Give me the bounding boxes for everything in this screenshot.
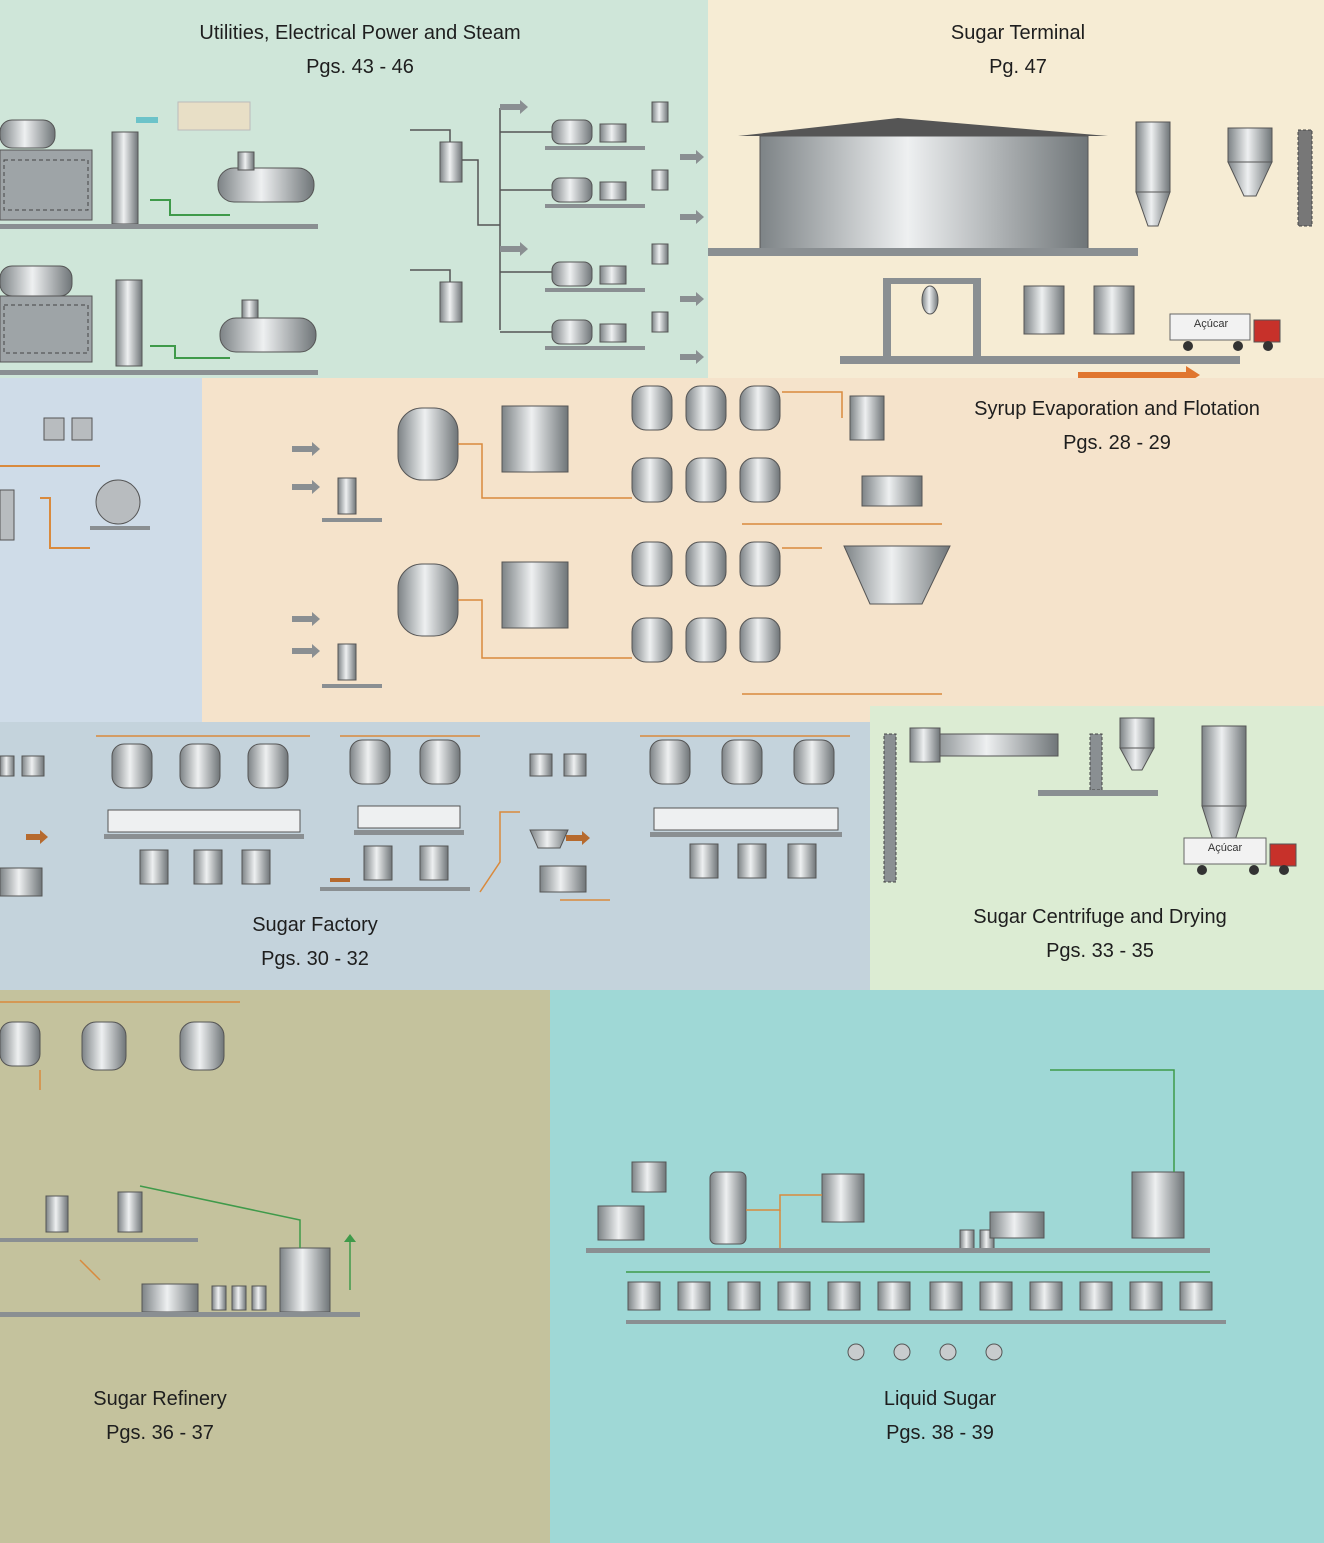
boiler-icon	[0, 119, 93, 221]
tank-icon	[709, 1171, 747, 1245]
factory-label: Sugar Factory Pgs. 30 - 32	[200, 908, 430, 976]
liquid-diagram	[586, 1069, 1226, 1361]
utilities-zone: Utilities, Electrical Power and Steam Pg…	[0, 0, 708, 378]
refinery-zone: Sugar Refinery Pgs. 36 - 37	[0, 990, 550, 1543]
tank-icon	[217, 151, 315, 203]
silo-icon	[1119, 717, 1155, 749]
utilities-title: Utilities, Electrical Power and Steam	[199, 22, 521, 44]
tank-icon	[279, 1247, 331, 1313]
truck-icon	[1169, 313, 1281, 351]
tank-icon	[219, 317, 317, 353]
left-blue-zone	[0, 378, 202, 722]
crystallizer-group	[107, 805, 839, 833]
truck-icon	[1183, 837, 1297, 875]
syrup-pages: Pgs. 28 - 29	[1063, 432, 1171, 454]
terminal-diagram	[708, 118, 1313, 378]
syrup-title: Syrup Evaporation and Flotation	[974, 398, 1260, 420]
boiler-icon	[0, 265, 73, 297]
tank-icon	[95, 479, 141, 525]
clarifier-icon	[843, 545, 951, 605]
arrow-icon	[1078, 366, 1200, 378]
storage-tank-row	[627, 1281, 1213, 1311]
heat-exchanger-icon	[501, 405, 569, 473]
mixer-tank-icon	[821, 1173, 865, 1223]
refinery-title: Sugar Refinery	[93, 1388, 227, 1410]
pump-icon	[847, 1343, 1003, 1361]
syrup-diagram	[292, 385, 951, 695]
centrifuge-pages: Pgs. 33 - 35	[1046, 940, 1154, 962]
syrup-zone: Syrup Evaporation and Flotation Pgs. 28 …	[202, 378, 1324, 722]
terminal-pages: Pg. 47	[989, 56, 1047, 78]
utilities-pages: Pgs. 43 - 46	[306, 56, 414, 78]
liquid-zone: Liquid Sugar Pgs. 38 - 39	[550, 990, 1324, 1543]
centrifuge-truck-label: Açúcar	[1207, 842, 1243, 854]
liquid-label: Liquid Sugar Pgs. 38 - 39	[840, 1382, 1040, 1450]
terminal-zone: Açúcar Sugar Terminal Pg. 47	[708, 0, 1324, 378]
factory-zone: Sugar Factory Pgs. 30 - 32	[0, 722, 870, 990]
centrifuge-diagram	[883, 717, 1297, 883]
refinery-diagram	[0, 1001, 360, 1317]
dryer-icon	[927, 733, 1059, 757]
refinery-pan-group	[0, 1021, 331, 1313]
syrup-label: Syrup Evaporation and Flotation Pgs. 28 …	[962, 392, 1272, 460]
liquid-pages: Pgs. 38 - 39	[886, 1422, 994, 1444]
terminal-truck-label: Açúcar	[1193, 318, 1229, 330]
storage-tank-icon	[1131, 1171, 1185, 1239]
silo-icon	[1201, 725, 1247, 807]
refinery-label: Sugar Refinery Pgs. 36 - 37	[60, 1382, 260, 1450]
heat-exchanger-icon	[501, 561, 569, 629]
warehouse-roof-icon	[738, 118, 1108, 136]
factory-pages: Pgs. 30 - 32	[261, 948, 369, 970]
silo-icon	[1135, 121, 1313, 227]
centrifuge-icon	[0, 829, 817, 897]
liquid-title: Liquid Sugar	[883, 1388, 997, 1410]
refinery-pages: Pgs. 36 - 37	[106, 1422, 214, 1444]
evaporator-bank	[631, 385, 781, 663]
evaporator-icon	[397, 407, 459, 481]
bagasse-pile-icon	[177, 101, 251, 131]
vacuum-pan-group	[0, 739, 835, 789]
left-blue-diagram	[0, 417, 150, 549]
centrifuge-zone: Açúcar Sugar Centrifuge and Drying Pgs. …	[870, 706, 1324, 990]
terminal-title: Sugar Terminal	[950, 22, 1086, 44]
tank-icon	[1093, 285, 1135, 335]
tank-icon	[1023, 285, 1065, 335]
flotation-tank-icon	[861, 475, 923, 507]
liquid-tank-group	[597, 1161, 1185, 1251]
factory-title: Sugar Factory	[252, 914, 378, 936]
turbine-group	[439, 101, 669, 345]
centrifuge-label: Sugar Centrifuge and Drying Pgs. 33 - 35	[950, 900, 1250, 968]
storage-tank-icon	[759, 135, 1089, 253]
chimney-icon	[111, 131, 139, 225]
centrifuge-title: Sugar Centrifuge and Drying	[973, 906, 1227, 928]
utilities-diagram	[0, 100, 704, 375]
evaporator-icon	[397, 563, 459, 637]
utilities-label: Utilities, Electrical Power and Steam Pg…	[160, 16, 560, 84]
factory-diagram	[0, 735, 850, 901]
chimney-icon	[115, 279, 143, 367]
terminal-label: Sugar Terminal Pg. 47	[918, 16, 1118, 84]
